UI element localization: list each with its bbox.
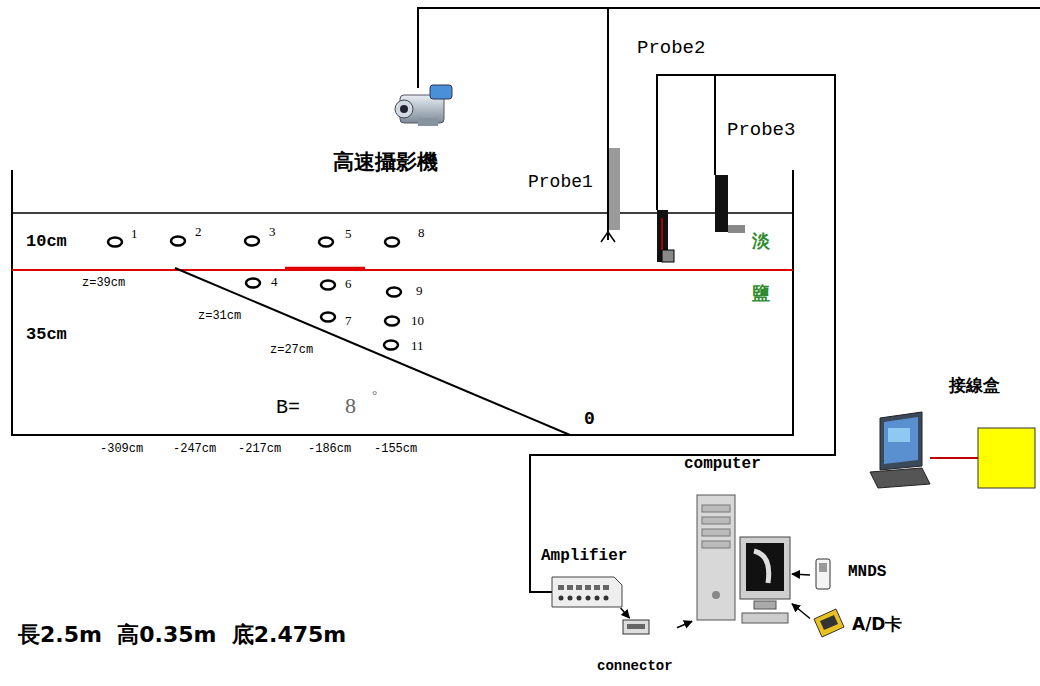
layer-label: 鹽 (752, 283, 770, 304)
node-icon (692, 455, 792, 630)
depth-label: z=27cm (270, 344, 313, 358)
position-label: -247cm (173, 443, 216, 457)
laptop-icon (870, 412, 930, 488)
angle-label: ° (372, 388, 377, 403)
tank-wall (12, 170, 793, 435)
node-heading: Amplifier (541, 547, 627, 565)
angle-label: 8 (345, 393, 356, 418)
callout-number: 5 (345, 227, 352, 242)
node-heading: connector (597, 658, 673, 674)
depth-label: 10cm (26, 232, 67, 252)
probe3-wire (714, 75, 716, 175)
signal-arrow (792, 604, 810, 619)
camera-icon (395, 85, 452, 126)
angle-label: 0 (584, 409, 595, 430)
junction-box: 接線盒 (945, 372, 1037, 490)
callout-number: 9 (416, 284, 423, 299)
connector-unit: connector (595, 618, 677, 683)
node-heading: computer (684, 455, 761, 473)
signal-arrow (621, 608, 630, 618)
probe1 (609, 148, 620, 230)
callout-number: 1 (131, 227, 138, 242)
depth-label: z=31cm (198, 310, 241, 324)
position-label: -155cm (374, 443, 417, 457)
signal-arrow (677, 621, 692, 628)
depth-label: 35cm (26, 325, 67, 345)
probe1-wire (607, 8, 609, 240)
probe-label: Probe3 (727, 120, 795, 142)
probe-label: Probe2 (637, 38, 705, 60)
probe3 (715, 175, 728, 232)
callout-number: 2 (195, 225, 202, 240)
depth-label: z=39cm (82, 277, 125, 291)
angle-label: B= (276, 396, 300, 419)
callout-number: 4 (271, 275, 278, 290)
mnds-unit: MNDS (810, 555, 905, 595)
dimension-note: 長2.5m 高0.35m 底2.475m (18, 622, 346, 647)
signal-arrow (792, 574, 810, 575)
position-label: -186cm (308, 443, 351, 457)
position-label: -217cm (238, 443, 281, 457)
probe-label: Probe1 (528, 172, 593, 193)
probe3-tip (728, 225, 745, 233)
node-heading: MNDS (848, 563, 886, 581)
water-surface (12, 212, 793, 214)
callout-number: 10 (411, 314, 424, 329)
layer-label: 淡 (752, 231, 770, 252)
callout-number: 3 (269, 225, 276, 240)
position-label: -309cm (100, 443, 143, 457)
callout-number: 11 (411, 339, 424, 354)
ad-card: A/D卡 (810, 605, 905, 650)
interface-line (12, 269, 793, 271)
node-heading: A/D卡 (852, 615, 902, 635)
callout-number: 7 (345, 314, 352, 329)
laptop-cable (930, 457, 978, 459)
computer-unit: computer (692, 455, 792, 630)
interface-mark (285, 267, 365, 270)
node-heading: 接線盒 (949, 376, 1000, 396)
callout-number: 8 (418, 226, 425, 241)
slope-line (175, 268, 570, 435)
amplifier-unit: Amplifier (537, 545, 632, 608)
camera-label: 高速攝影機 (333, 150, 438, 174)
sensor-points (108, 237, 401, 350)
callout-number: 6 (345, 277, 352, 292)
probe-wire (530, 75, 835, 592)
